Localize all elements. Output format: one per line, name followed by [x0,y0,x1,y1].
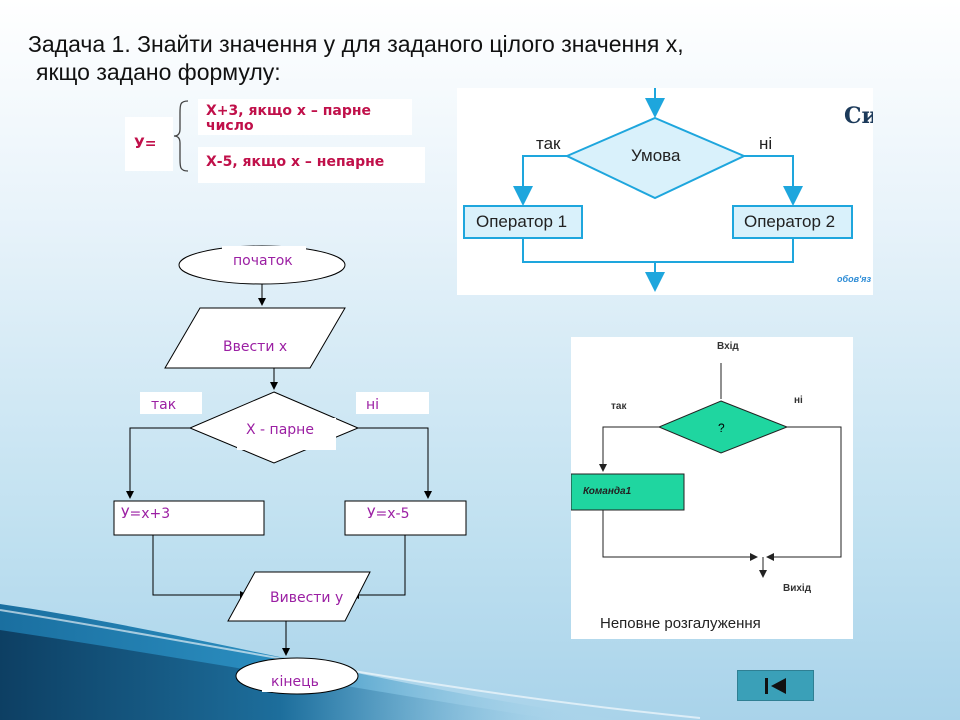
input-label: Ввести х [223,339,288,355]
formula-brace-icon [173,100,189,172]
diagram-corner-text: Си [844,103,873,129]
skip-to-start-button[interactable] [737,670,814,701]
skip-to-start-icon [765,678,786,694]
slide-title: Задача 1. Знайти значення у для заданого… [28,30,684,86]
title-line-2: якщо задано формулу: [36,59,281,85]
full-branching-diagram: так ні Умова Оператор 1 Оператор 2 Си об… [457,88,873,295]
formula-case1: Х+3, якщо х – парне число [206,103,372,134]
operator2-label: Оператор 2 [744,212,836,231]
no-process-box [344,500,467,536]
output-label: Вивести у [270,590,344,606]
partial-exit-label: Вихід [783,583,812,594]
branch-no-label: У=х-5 [367,506,410,522]
operator2-box [732,205,853,239]
start-label: початок [233,253,293,269]
yes-process-box [113,500,265,536]
formula-lhs: У= [134,136,157,152]
formula-case2: Х-5, якщо х – непарне [206,154,385,170]
formula-case2-box [198,147,425,183]
partial-caption: Неповне розгалуження [600,615,761,632]
question-diamond [657,400,789,454]
operator1-label: Оператор 1 [476,212,568,231]
condition-label: Х - парне [246,422,314,438]
input-parallelogram [164,307,346,369]
formula-case1-box [198,99,412,135]
partial-yes-label: так [611,401,627,412]
diagram-no-label: ні [759,134,773,153]
partial-condition-label: ? [718,421,725,435]
diagram-watermark: обов'яз [837,274,872,284]
command1-box [571,473,685,511]
operator1-box [463,205,583,239]
formula-lhs-box [125,117,173,171]
yes-label: так [151,397,177,413]
end-label: кінець [271,674,319,690]
partial-branching-diagram: Вхід так ні ? Команда1 Вихід Неповне роз… [571,337,853,639]
title-line-1: Задача 1. Знайти значення у для заданого… [28,31,684,57]
branch-yes-label: У=х+3 [121,506,171,522]
condition-diamond-blue [564,116,747,200]
partial-command-label: Команда1 [583,486,632,497]
partial-no-label: ні [794,395,803,406]
diagram-yes-label: так [536,134,561,153]
partial-entry-label: Вхід [717,341,739,352]
diagram-condition-label: Умова [631,146,681,165]
no-label: ні [366,397,380,413]
